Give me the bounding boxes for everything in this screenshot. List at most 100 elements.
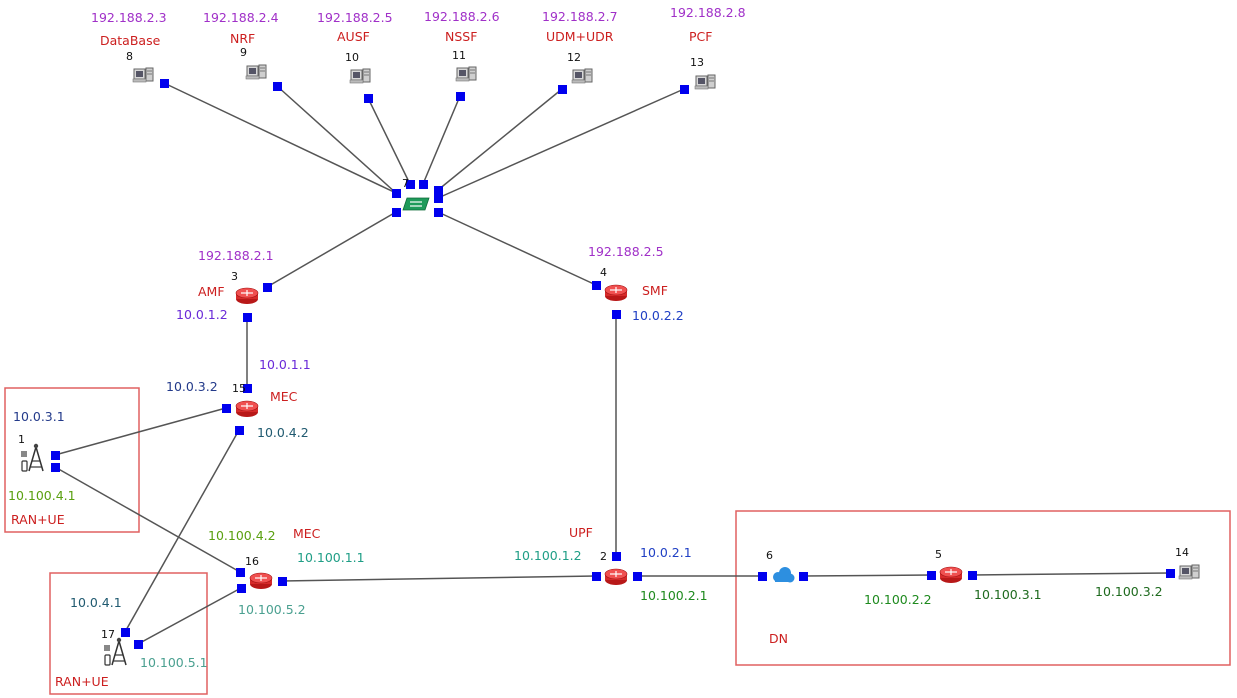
port[interactable]: [799, 572, 808, 581]
ran-ue-box-2-label: RAN+UE: [55, 674, 109, 689]
cloud-icon[interactable]: [773, 567, 795, 583]
port[interactable]: [51, 451, 60, 460]
port[interactable]: [592, 281, 601, 290]
node-6-id: 6: [766, 549, 773, 562]
node-16-name: MEC: [293, 526, 321, 541]
node-9-id: 9: [240, 46, 247, 59]
port[interactable]: [51, 463, 60, 472]
port[interactable]: [237, 584, 246, 593]
node-15-ip-left: 10.0.3.2: [166, 379, 218, 394]
switch-icon[interactable]: [402, 197, 430, 211]
node-12-id: 12: [567, 51, 581, 64]
port[interactable]: [1166, 569, 1175, 578]
port[interactable]: [592, 572, 601, 581]
ran-ue-icon[interactable]: [20, 443, 44, 472]
node-12-ip: 192.188.2.7: [542, 9, 618, 24]
link-16-17: [137, 587, 242, 645]
node-17-id: 17: [101, 628, 115, 641]
port[interactable]: [968, 571, 977, 580]
node-11-id: 11: [452, 49, 466, 62]
port[interactable]: [392, 208, 401, 217]
port[interactable]: [456, 92, 465, 101]
node-9-name: NRF: [230, 31, 255, 46]
port[interactable]: [160, 79, 169, 88]
node-2-name: UPF: [569, 525, 593, 540]
port[interactable]: [243, 313, 252, 322]
node-8-id: 8: [126, 50, 133, 63]
router-icon[interactable]: [604, 568, 628, 586]
port[interactable]: [222, 404, 231, 413]
node-4-id: 4: [600, 266, 607, 279]
links: [54, 82, 1171, 645]
port[interactable]: [434, 194, 443, 203]
port[interactable]: [273, 82, 282, 91]
port[interactable]: [758, 572, 767, 581]
link-15-1: [54, 407, 227, 456]
node-14-id: 14: [1175, 546, 1189, 559]
ran-ue-group-box-2: [49, 572, 208, 695]
port[interactable]: [558, 85, 567, 94]
node-1-ip-top: 10.0.3.1: [13, 409, 65, 424]
port[interactable]: [121, 628, 130, 637]
port[interactable]: [263, 283, 272, 292]
node-5-ip-left: 10.100.2.2: [864, 592, 932, 607]
node-2-id: 2: [600, 550, 607, 563]
port[interactable]: [680, 85, 689, 94]
ran-ue-icon[interactable]: [103, 637, 127, 666]
port[interactable]: [612, 310, 621, 319]
node-12-name: UDM+UDR: [546, 29, 614, 44]
port[interactable]: [434, 186, 443, 195]
link-9-7: [276, 85, 397, 194]
node-13-ip: 192.188.2.8: [670, 5, 746, 20]
pc-icon[interactable]: [245, 64, 267, 80]
node-2-ip-left: 10.100.1.2: [514, 548, 582, 563]
node-10-name: AUSF: [337, 29, 370, 44]
node-10-ip: 192.188.2.5: [317, 10, 393, 25]
router-icon[interactable]: [249, 572, 273, 590]
dn-group-box: [735, 510, 1231, 666]
node-2-ip-top: 10.0.2.1: [640, 545, 692, 560]
node-3-name: AMF: [198, 284, 225, 299]
pc-icon[interactable]: [1178, 564, 1200, 580]
router-icon[interactable]: [235, 287, 259, 305]
port[interactable]: [927, 571, 936, 580]
port[interactable]: [612, 552, 621, 561]
link-8-7: [163, 82, 397, 194]
pc-icon[interactable]: [694, 74, 716, 90]
port[interactable]: [235, 426, 244, 435]
port[interactable]: [243, 384, 252, 393]
ports: [51, 79, 1175, 649]
node-14-ip: 10.100.3.2: [1095, 584, 1163, 599]
link-12-7: [437, 88, 563, 191]
port[interactable]: [434, 208, 443, 217]
pc-icon[interactable]: [132, 67, 154, 83]
pc-icon[interactable]: [571, 68, 593, 84]
router-icon[interactable]: [235, 400, 259, 418]
port[interactable]: [236, 568, 245, 577]
pc-icon[interactable]: [455, 66, 477, 82]
node-2-ip-bottom: 10.100.2.1: [640, 588, 708, 603]
node-3-ip-bottom: 10.0.1.2: [176, 307, 228, 322]
router-icon[interactable]: [604, 284, 628, 302]
port[interactable]: [633, 572, 642, 581]
node-1-id: 1: [18, 433, 25, 446]
router-icon[interactable]: [939, 566, 963, 584]
port[interactable]: [419, 180, 428, 189]
node-4-ip-top: 192.188.2.5: [588, 244, 664, 259]
node-16-ip-right: 10.100.1.1: [297, 550, 365, 565]
node-13-name: PCF: [689, 29, 712, 44]
pc-icon[interactable]: [349, 68, 371, 84]
ran-ue-group-box-1: [4, 387, 140, 533]
link-7-4: [437, 211, 597, 286]
link-15-17: [124, 429, 240, 633]
node-15-id: 15: [232, 382, 246, 395]
port[interactable]: [278, 577, 287, 586]
port[interactable]: [364, 94, 373, 103]
port[interactable]: [406, 180, 415, 189]
node-5-id: 5: [935, 548, 942, 561]
port[interactable]: [134, 640, 143, 649]
node-8-name: DataBase: [100, 33, 161, 48]
port[interactable]: [392, 189, 401, 198]
link-13-7: [437, 88, 685, 199]
